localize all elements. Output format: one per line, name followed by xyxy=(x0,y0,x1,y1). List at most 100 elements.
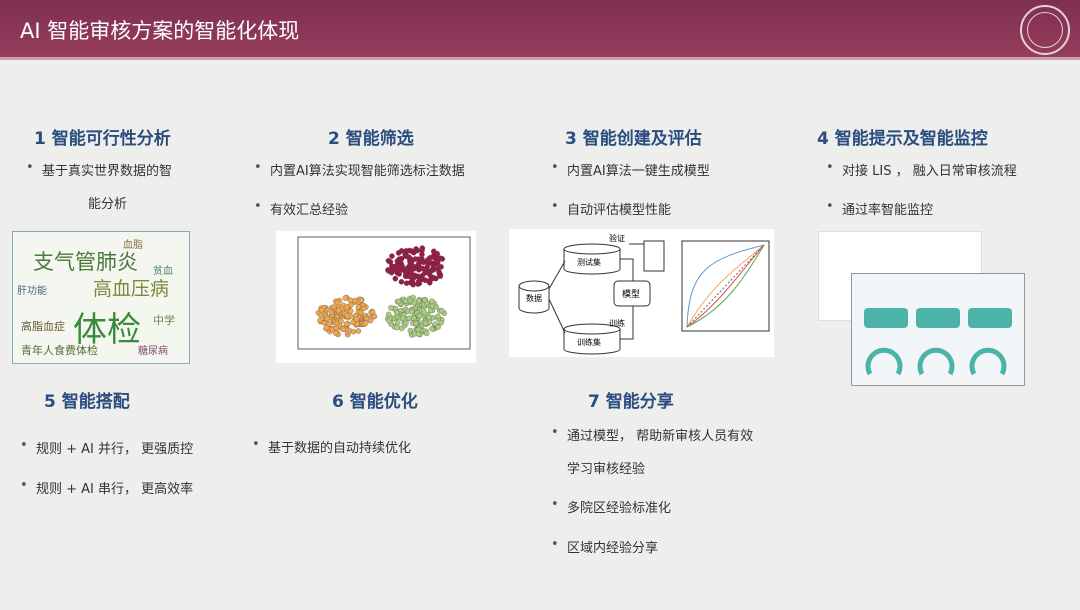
word: 支气管肺炎 xyxy=(33,250,138,274)
scatter-point xyxy=(348,308,354,314)
flow-test-label: 测试集 xyxy=(577,257,601,267)
scatter-point xyxy=(422,320,429,327)
scatter-point xyxy=(409,277,416,284)
scatter-point xyxy=(367,317,374,324)
word-cloud-image: 体检 高血压病 支气管肺炎 青年人食费体检 高脂血症 中学 血脂 肝功能 糖尿病… xyxy=(12,231,190,364)
section-3-bullet: 自动评估模型性能 xyxy=(551,199,671,218)
scatter-point xyxy=(438,319,444,326)
section-2-bullet: 有效汇总经验 xyxy=(254,199,348,218)
section-6-bullet: 基于数据的自动持续优化 xyxy=(252,437,411,456)
scatter-point xyxy=(362,320,369,326)
scatter-point xyxy=(318,307,325,313)
scatter-point xyxy=(410,249,417,256)
scatter-point xyxy=(393,309,400,316)
scatter-point xyxy=(331,304,337,310)
scatter-point xyxy=(416,313,423,319)
scatter-point xyxy=(324,315,330,322)
scatter-point xyxy=(416,278,422,284)
scatter-point xyxy=(338,318,344,325)
scatter-point xyxy=(389,253,395,259)
section-4-bullet: 对接 LIS ， 融入日常审核流程 xyxy=(826,160,1017,179)
scatter-point xyxy=(430,265,437,272)
section-3-title: 3 智能创建及评估 xyxy=(565,129,702,149)
section-1-bullet: 基于真实世界数据的智 xyxy=(26,160,172,179)
section-4-bullet: 通过率智能监控 xyxy=(826,199,933,218)
scatter-point xyxy=(434,251,440,257)
scatter-point xyxy=(422,277,429,283)
scatter-point xyxy=(342,295,349,301)
scatter-point xyxy=(415,326,422,333)
scatter-point xyxy=(411,299,417,306)
scatter-point xyxy=(333,325,340,331)
scatter-point xyxy=(408,308,415,315)
word: 贫血 xyxy=(153,266,173,277)
scatter-point xyxy=(360,305,367,312)
section-7-bullet: 区域内经验分享 xyxy=(551,537,658,556)
section-3-bullet: 内置AI算法一键生成模型 xyxy=(551,160,710,179)
scatter-point xyxy=(326,321,332,327)
scatter-point xyxy=(328,309,335,315)
scatter-point xyxy=(343,321,350,327)
scatter-point xyxy=(398,260,404,267)
scatter-point xyxy=(407,256,414,262)
scatter-point xyxy=(398,256,405,262)
scatter-point xyxy=(347,297,354,304)
scatter-point xyxy=(399,315,406,322)
scatter-point xyxy=(392,275,399,282)
section-5-bullet: 规则 + AI 串行， 更高效率 xyxy=(20,478,193,497)
word: 高血压病 xyxy=(93,278,170,300)
scatter-point xyxy=(396,271,402,277)
word: 肝功能 xyxy=(17,286,47,297)
scatter-point xyxy=(344,312,350,319)
scatter-point xyxy=(419,247,425,254)
scatter-point xyxy=(402,253,409,259)
section-4-title: 4 智能提示及智能监控 xyxy=(817,129,988,149)
scatter-point xyxy=(439,308,445,314)
word: 糖尿病 xyxy=(138,346,168,357)
scatter-point xyxy=(386,317,392,324)
scatter-point xyxy=(394,324,400,331)
scatter-point xyxy=(423,330,430,337)
scatter-point xyxy=(435,313,441,320)
section-7-title: 7 智能分享 xyxy=(588,392,674,412)
flow-train-label: 训练集 xyxy=(577,337,601,347)
scatter-point xyxy=(429,275,436,281)
scatter-point xyxy=(420,259,427,266)
scatter-point xyxy=(385,267,391,273)
header-bar: AI 智能审核方案的智能化体现 xyxy=(0,0,1080,60)
scatter-point xyxy=(416,260,422,267)
scatter-point xyxy=(429,326,435,332)
scatter-point xyxy=(355,328,362,334)
flow-verify-label: 验证 xyxy=(609,233,625,243)
scatter-point xyxy=(392,267,399,273)
section-5-bullet: 规则 + AI 并行， 更强质控 xyxy=(20,438,193,457)
scatter-point xyxy=(395,298,402,305)
scatter-point xyxy=(415,331,422,337)
scatter-point xyxy=(421,297,428,303)
monitor-dashboard-screenshot xyxy=(851,273,1025,386)
scatter-point xyxy=(398,279,405,285)
word: 高脂血症 xyxy=(21,320,65,333)
section-6-title: 6 智能优化 xyxy=(332,392,418,412)
scatter-point xyxy=(409,265,415,271)
scatter-point xyxy=(429,298,435,305)
scatter-point xyxy=(355,304,362,310)
section-7-bullet: 多院区经验标准化 xyxy=(551,497,671,516)
section-1-bullet-cont: 能分析 xyxy=(88,197,128,212)
scatter-point xyxy=(385,257,392,264)
scatter-point xyxy=(402,298,409,305)
model-flow-diagram: 数据 测试集 训练集 模型 验证 训练 xyxy=(509,229,774,357)
scatter-point xyxy=(413,320,419,327)
flow-data-label: 数据 xyxy=(526,293,542,303)
scatter-point xyxy=(435,259,441,266)
scatter-point xyxy=(318,312,324,319)
university-seal-logo xyxy=(1020,5,1070,55)
scatter-point xyxy=(435,324,441,330)
scatter-point xyxy=(358,309,364,316)
scatter-point xyxy=(421,309,428,316)
scatter-point xyxy=(395,250,402,256)
section-7-bullet: 通过模型， 帮助新审核人员有效 xyxy=(551,425,753,444)
scatter-point xyxy=(388,305,394,311)
scatter-point xyxy=(403,280,410,286)
scatter-point xyxy=(335,307,342,314)
